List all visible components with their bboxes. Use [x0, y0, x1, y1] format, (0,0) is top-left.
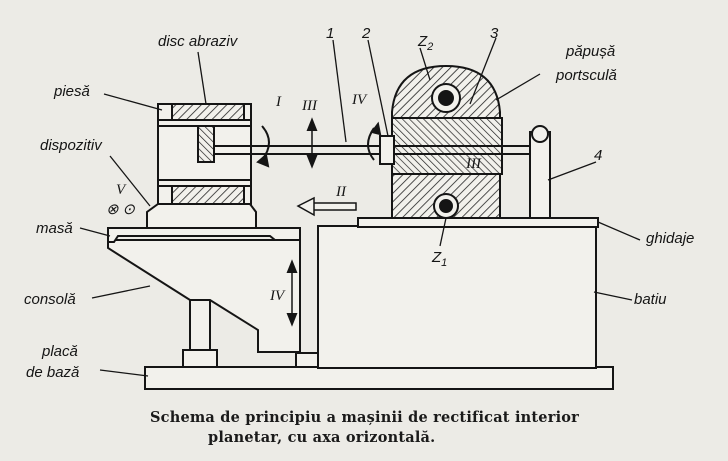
label-3: 3: [490, 25, 499, 42]
label-1: 1: [326, 25, 334, 42]
label-base-plate-1: placă: [41, 343, 78, 360]
label-table: masă: [36, 220, 73, 237]
caption-line-2: planetar, cu axa orizontală.: [208, 429, 436, 446]
caption-line-1: Schema de principiu a mașinii de rectifi…: [150, 409, 579, 426]
motion-II: II: [335, 184, 347, 200]
label-4: 4: [594, 147, 602, 164]
guideways: [357, 217, 599, 228]
label-z2: Z2: [417, 33, 433, 53]
column-foot: [182, 349, 218, 368]
label-2: 2: [361, 25, 371, 42]
label-tool-head-2: portsculă: [555, 67, 617, 84]
motion-V: V: [116, 182, 127, 198]
motion-I: I: [275, 94, 282, 110]
motion-IV-console: IV: [269, 288, 286, 304]
label-console: consolă: [24, 291, 76, 308]
label-z1: Z1: [431, 249, 447, 269]
label-guideways: ghidaje: [646, 230, 694, 247]
label-fixture: dispozitiv: [40, 137, 103, 154]
label-workpiece: piesă: [53, 83, 90, 100]
label-tool-head-1: păpușă: [565, 43, 615, 60]
column: [189, 299, 211, 351]
label-abrasive-disc: disc abraziv: [158, 33, 239, 50]
motion-IV: IV: [351, 92, 368, 108]
motion-V-symbols: ⊗ ⊙: [106, 202, 135, 218]
fixture: [146, 203, 257, 229]
motion-III-head: III: [465, 156, 482, 172]
rear-support: [529, 131, 551, 219]
label-base-plate-2: de bază: [26, 364, 79, 381]
base-plate: [144, 366, 614, 390]
workpiece-top: [171, 103, 245, 121]
workpiece-bottom: [171, 185, 245, 205]
figure-caption: Schema de principiu a mașinii de rectifi…: [150, 408, 720, 448]
abrasive-disc: [197, 125, 215, 163]
bed: [317, 225, 597, 369]
console: [107, 239, 301, 353]
work-table: [107, 227, 301, 243]
label-bed: batiu: [634, 291, 667, 308]
motion-III: III: [301, 98, 318, 114]
